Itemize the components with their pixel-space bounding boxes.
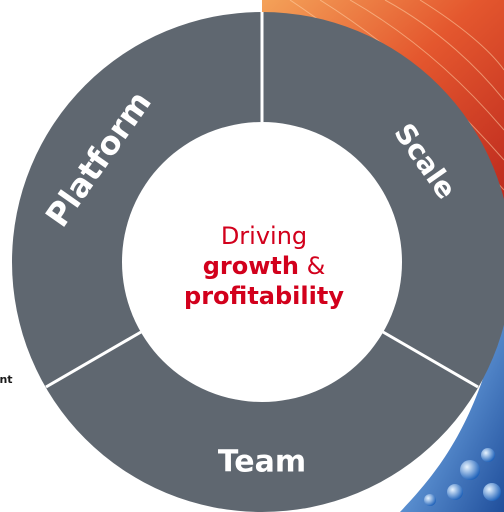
divider-left [45,330,142,389]
side-text-fragment: ent [0,373,13,386]
center-ampersand: & [298,252,326,281]
background-photo [262,0,504,512]
center-circle [122,122,402,402]
center-statement: Driving growth & profitability [168,177,360,357]
center-word-growth: growth [202,252,299,281]
center-line-driving: Driving [220,222,308,251]
divider-right [382,330,479,389]
segment-label-team: Team [218,445,306,480]
center-line-growth: growth & [203,252,326,282]
center-line-profitability: profitability [184,281,344,310]
